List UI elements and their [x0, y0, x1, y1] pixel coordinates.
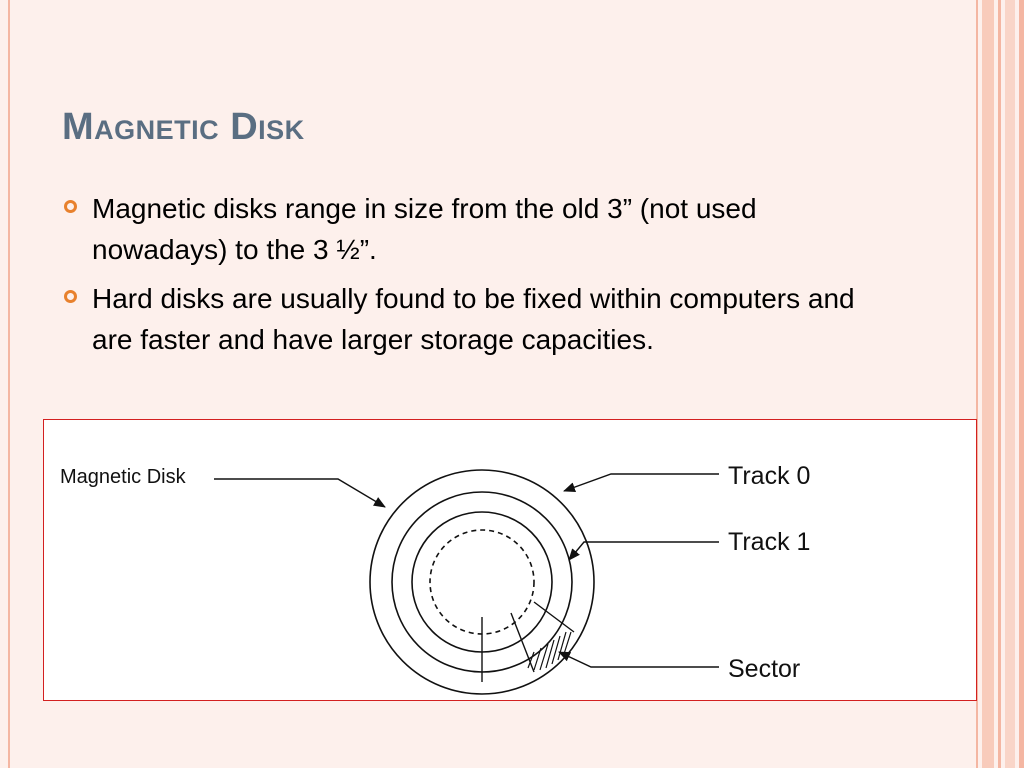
sector-leader-arrow	[558, 651, 719, 668]
hatch-line	[557, 631, 567, 661]
hatch-line	[533, 647, 542, 671]
stripe	[982, 0, 994, 768]
label-track-0: Track 0	[728, 462, 810, 490]
label-sector: Sector	[728, 655, 800, 683]
bullet-text: Magnetic disks range in size from the ol…	[92, 193, 757, 265]
sector-lines	[481, 601, 575, 682]
hatch-line	[527, 651, 535, 669]
slide-title: Magnetic Disk	[62, 106, 305, 148]
stripe	[1005, 0, 1015, 768]
disk-diagram-figure: Magnetic Disk Track 0 Track 1 Sector	[43, 419, 977, 701]
bullet-circle-icon	[64, 290, 77, 303]
disk-outer-edge	[369, 469, 595, 695]
stripe	[1019, 0, 1024, 768]
hatch-line	[545, 639, 555, 669]
bullet-circle-icon	[64, 200, 77, 213]
bullet-item: Magnetic disks range in size from the ol…	[62, 188, 862, 270]
sector-hatch	[527, 631, 572, 671]
hatch-line	[563, 631, 572, 655]
stripe	[998, 0, 1001, 768]
left-rule	[8, 0, 10, 768]
bullet-list: Magnetic disks range in size from the ol…	[62, 188, 862, 368]
hatch-line	[551, 635, 561, 665]
sector-boundary-line	[533, 601, 575, 633]
label-magnetic-disk: Magnetic Disk	[60, 466, 187, 488]
hatch-line	[539, 643, 549, 671]
track0-leader-arrow	[563, 473, 719, 492]
bullet-text: Hard disks are usually found to be fixed…	[92, 283, 855, 355]
right-stripes	[976, 0, 1024, 768]
bullet-item: Hard disks are usually found to be fixed…	[62, 278, 862, 360]
disk-leader-arrow	[214, 478, 386, 508]
track1-leader-arrow	[568, 541, 719, 561]
disk-diagram: Magnetic Disk Track 0 Track 1 Sector	[60, 462, 810, 695]
label-track-1: Track 1	[728, 528, 810, 556]
stripe	[976, 0, 978, 768]
leader-lines	[214, 473, 719, 668]
